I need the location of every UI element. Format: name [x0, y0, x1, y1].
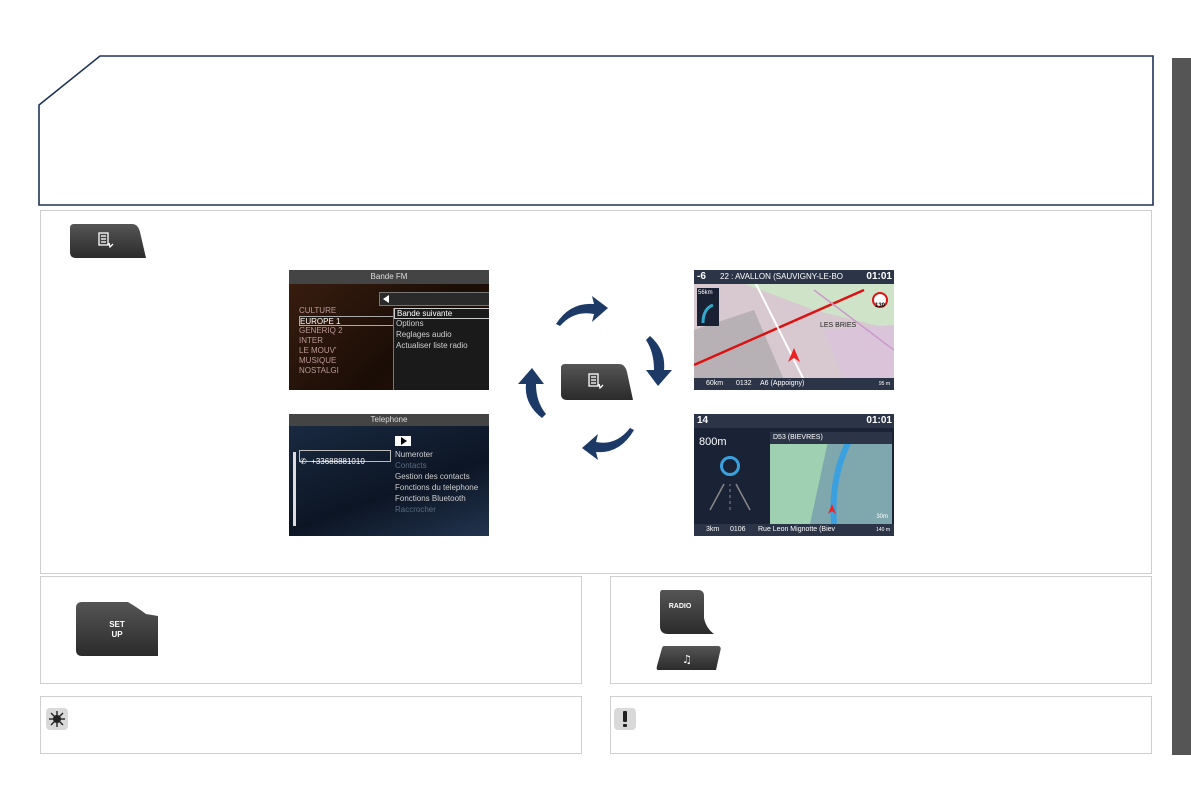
- menu-item[interactable]: Numeroter: [395, 450, 433, 459]
- setup-label-line1: SET: [109, 620, 125, 629]
- phone-icon: ✆: [300, 457, 307, 466]
- radio-button[interactable]: [656, 588, 716, 636]
- place-label: LES BRIES: [820, 322, 857, 329]
- map-view: D53 (BIEVRES) 30m: [770, 432, 892, 524]
- arrow-icon: [556, 296, 608, 326]
- header-frame: [38, 55, 1154, 206]
- lane-drawing: [709, 483, 751, 511]
- menu-item[interactable]: Contacts: [395, 461, 427, 470]
- turn-panel: 56km: [697, 288, 719, 326]
- temperature: -6: [697, 271, 706, 282]
- small-distance: 30m: [876, 514, 888, 520]
- forward-arrow-icon: [395, 436, 411, 446]
- map-drawing: [770, 432, 857, 524]
- arrow-icon: [518, 368, 546, 418]
- destination: 22 : AVALLON (SAUVIGNY-LE-BO: [720, 272, 844, 281]
- list-icon: [98, 232, 114, 249]
- arrow-icon: [646, 336, 672, 386]
- map-drawing: [694, 270, 894, 390]
- station-list: CULTURE EUROPE 1 GENERIQ 2 INTER LE MOUV…: [299, 306, 394, 376]
- navigation-screen-map: -6 22 : AVALLON (SAUVIGNY-LE-BO 01:01 56…: [694, 270, 894, 390]
- clock: 01:01: [866, 271, 892, 282]
- back-arrow-icon: [379, 292, 489, 306]
- tip-panel: [40, 696, 582, 754]
- radio-panel: [610, 576, 1152, 684]
- mode-button[interactable]: [66, 222, 148, 260]
- list-icon: [588, 373, 604, 390]
- warning-panel: [610, 696, 1152, 754]
- station-item[interactable]: GENERIQ 2: [299, 326, 343, 335]
- menu-item[interactable]: Actualiser liste radio: [396, 341, 468, 350]
- radio-button-label: RADIO: [668, 603, 692, 610]
- speed-limit-sign: 130: [872, 292, 888, 309]
- station-item[interactable]: CULTURE: [299, 306, 337, 315]
- phone-screen: Telephone ✆ +33688881010 Numeroter Conta…: [289, 414, 489, 536]
- menu-item[interactable]: Raccrocher: [395, 505, 436, 514]
- main-panel: [40, 210, 1152, 574]
- setup-button[interactable]: [72, 600, 162, 658]
- turn-arrow-icon: [701, 303, 714, 324]
- menu-item[interactable]: Fonctions Bluetooth: [395, 494, 466, 503]
- warning-icon: [614, 708, 636, 730]
- cycle-arrows: [518, 296, 672, 460]
- music-note-icon: ♫: [682, 653, 692, 666]
- menu-item[interactable]: Gestion des contacts: [395, 472, 470, 481]
- setup-button-label: SET UP: [72, 620, 162, 640]
- setup-label-line2: UP: [111, 630, 123, 639]
- station-item[interactable]: LE MOUV': [299, 346, 337, 355]
- phone-number: +33688881010: [311, 457, 365, 466]
- temperature: 14: [697, 415, 709, 426]
- phone-number-row[interactable]: ✆ +33688881010: [299, 450, 391, 466]
- phone-screen-title: Telephone: [289, 414, 489, 426]
- radio-screen-title: Bande FM: [289, 270, 489, 284]
- station-item[interactable]: MUSIQUE: [299, 356, 337, 365]
- roundabout-icon: [720, 456, 740, 476]
- menu-item[interactable]: Options: [396, 319, 424, 328]
- menu-item[interactable]: Fonctions du telephone: [395, 483, 479, 492]
- arrow-icon: [582, 428, 634, 460]
- status-bar: 14 01:01: [694, 414, 894, 428]
- radio-screen: Bande FM CULTURE EUROPE 1 GENERIQ 2 INTE…: [289, 270, 489, 390]
- phone-menu: Numeroter Contacts Gestion des contacts …: [395, 450, 489, 516]
- edge-tab: [1172, 58, 1191, 755]
- media-button[interactable]: ♫: [654, 644, 724, 672]
- setup-panel: [40, 576, 582, 684]
- status-bar: -6 22 : AVALLON (SAUVIGNY-LE-BO 01:01: [694, 270, 894, 284]
- scrollbar[interactable]: [293, 452, 296, 526]
- footer-bar: 60km 0132 A6 (Appoigny) 95 m: [694, 378, 894, 390]
- navigation-screen-guidance: 14 01:01 800m D53 (BIEVRES) 30m 3km 0106…: [694, 414, 894, 536]
- menu-item[interactable]: Bande suivante: [394, 308, 489, 319]
- turn-distance: 56km: [698, 290, 713, 296]
- tip-icon: [46, 708, 68, 730]
- road-name: D53 (BIEVRES): [770, 432, 892, 444]
- station-item[interactable]: NOSTALGI: [299, 366, 339, 375]
- station-item[interactable]: EUROPE 1: [299, 316, 394, 326]
- mode-button-center[interactable]: [557, 362, 635, 402]
- clock: 01:01: [866, 415, 892, 426]
- radio-menu: Bande suivante Options Reglages audio Ac…: [393, 308, 489, 390]
- station-item[interactable]: INTER: [299, 336, 323, 345]
- guidance-distance: 800m: [699, 436, 727, 448]
- footer-bar: 3km 0106 Rue Leon Mignotte (Biev 140 m: [694, 524, 894, 536]
- menu-item[interactable]: Reglages audio: [396, 330, 452, 339]
